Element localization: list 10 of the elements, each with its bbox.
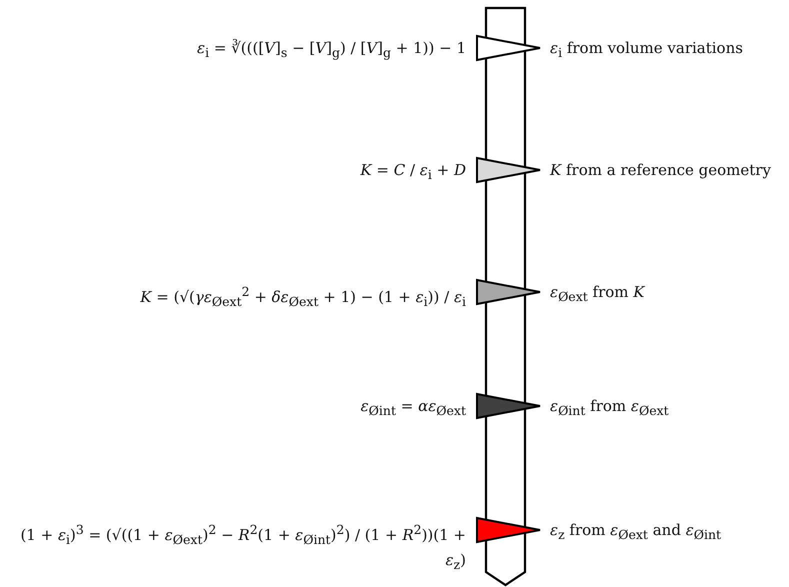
equation: ε$_{i}$ = ∛((([V]$_{s}$ − [V]$_{g}$) / [V]$_{g}$ + 1)) − 1 [197, 38, 466, 62]
equation: ε$_{Øint}$ = αε$_{Øext}$ [360, 396, 466, 420]
description-text: K from a reference geometry [550, 160, 771, 180]
equation: K = C / ε$_{i}$ + D [360, 160, 466, 184]
description-text: ε$_{Øint}$ from ε$_{Øext}$ [550, 396, 669, 420]
description-text: ε$_{Øext}$ from K [550, 282, 645, 306]
description-text: ε$_{i}$ from volume variations [550, 38, 743, 62]
equation: K = (√(γε$_{Øext}$$^{2}$ + δε$_{Øext}$ + 1) − (1 + ε$_{i}$)) / ε$_{i}$ [140, 283, 466, 311]
description-text: ε$_{z}$ from ε$_{Øext}$ and ε$_{Øint}$ [550, 520, 722, 544]
equation: (1 + ε$_{i}$)$^{3}$ = (√((1 + ε$_{Øext}$)$^{2}$ − R$^{2}$(1 + ε$_{Øint}$)$^{2}$) / (1 + R$^{2}$))(1 + ε$_{z}$) [19, 521, 466, 574]
